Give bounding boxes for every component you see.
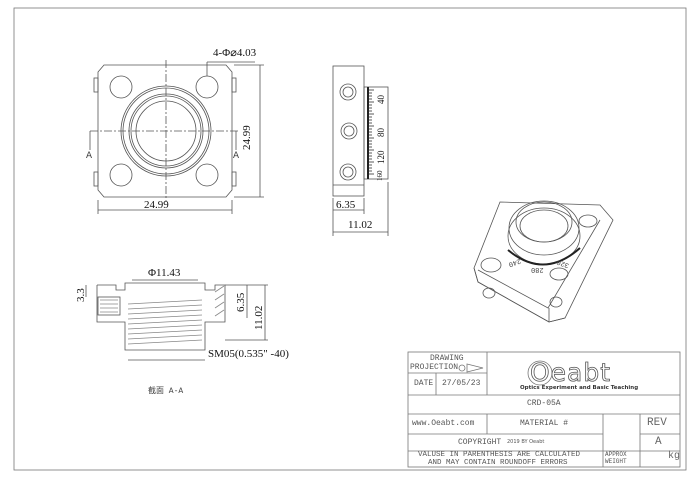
hole-callout: 4-Φ⌀4.03 [213, 47, 257, 59]
front-view [89, 60, 264, 214]
side-dim-inner: 6.35 [336, 199, 356, 211]
small-height-dimension: 3.3 [75, 288, 87, 302]
approx-label: APPROX [605, 451, 627, 458]
projection-label: PROJECTION [410, 363, 459, 372]
note-line-1: VALUSE IN PARENTHESIS ARE CALCULATED [418, 451, 581, 459]
logo-text: Oeabt [530, 358, 612, 387]
weight-label: WEIGHT [605, 458, 627, 465]
iso-view [473, 200, 614, 323]
thread-label: SM05(0.535" -40) [208, 348, 289, 360]
section-mark-right: A [233, 151, 240, 162]
dial-label: 280 [531, 265, 544, 273]
dial-scale [367, 87, 374, 179]
section-caption: 截面 A-A [148, 387, 184, 396]
copyright-detail: 2019 BY Oeabt [507, 439, 545, 445]
total-height-dimension: 11.02 [253, 305, 265, 330]
width-dimension: 24.99 [144, 199, 169, 211]
scale-label: 40 [376, 95, 386, 104]
rev-value: A [655, 436, 662, 448]
side-dim-outer: 11.02 [348, 219, 373, 231]
mount-hole [195, 75, 219, 99]
weight-unit: kg [668, 451, 681, 462]
thread-hatch [100, 285, 225, 345]
rev-label: REV [647, 417, 667, 429]
mount-hole [109, 163, 133, 187]
logo-mark [527, 360, 553, 386]
bore-dimension: Φ11.43 [148, 267, 181, 279]
scale-label: 120 [376, 150, 386, 165]
website-link[interactable]: www.Oeabt.com [412, 419, 475, 428]
projection-symbol [466, 363, 484, 373]
section-mark-left: A [86, 151, 93, 162]
mount-hole [195, 163, 219, 187]
height-dimension: 24.99 [241, 125, 253, 150]
date-value: 27/05/23 [442, 379, 481, 388]
scale-label: 160 [376, 170, 384, 182]
section-view [85, 279, 268, 361]
side-view [332, 65, 389, 236]
depth-dimension: 6.35 [235, 292, 247, 312]
scale-label: 80 [376, 128, 386, 137]
note-line-2: AND MAY CONTAIN ROUNDOFF ERRORS [428, 459, 568, 467]
logo-subtitle: Optics Experiment and Basic Teaching [520, 385, 639, 391]
part-number: CRD-05A [527, 399, 561, 408]
material-label: MATERIAL # [520, 419, 569, 428]
sheet-border [13, 7, 687, 471]
title-block [407, 351, 681, 468]
copyright-label: COPYRIGHT [458, 438, 502, 447]
date-label: DATE [414, 379, 434, 388]
mount-hole [109, 75, 133, 99]
drawing-label: DRAWING [430, 354, 464, 363]
